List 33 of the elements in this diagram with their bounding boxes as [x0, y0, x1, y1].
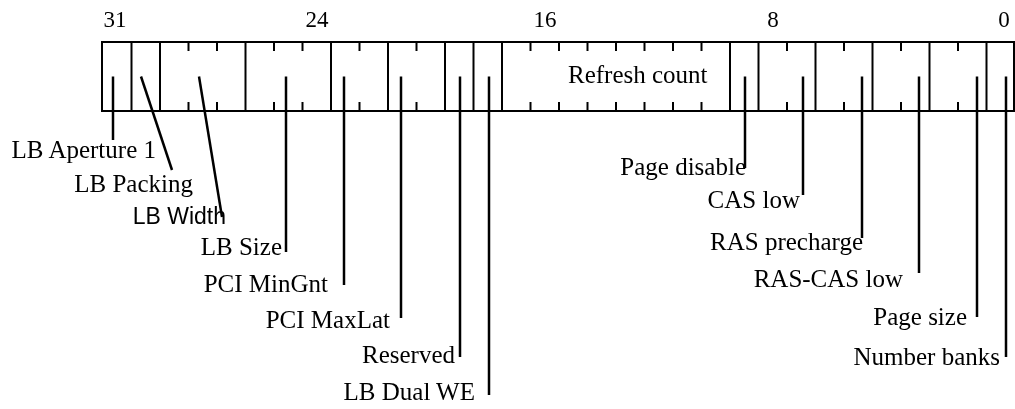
leader-line: [975, 76, 979, 317]
leader-line: [801, 76, 805, 195]
field-label: CAS low: [707, 187, 800, 213]
bit-number: 8: [767, 8, 779, 32]
bit-number: 0: [998, 8, 1010, 32]
leader-line: [860, 76, 864, 238]
field-label: PCI MaxLat: [265, 307, 390, 333]
field-label: Page size: [873, 304, 967, 330]
field-label: Page disable: [620, 154, 746, 180]
field-label: Number banks: [853, 344, 1000, 370]
leader-line: [342, 76, 346, 285]
bit-number: 24: [305, 8, 329, 32]
field-label: LB Packing: [74, 171, 193, 197]
field-label: RAS precharge: [710, 229, 863, 255]
field-label: RAS-CAS low: [753, 266, 903, 292]
leader-line: [399, 76, 403, 318]
leader-line: [487, 76, 491, 395]
field-label: LB Aperture 1: [11, 137, 156, 163]
field-label: PCI MinGnt: [203, 271, 328, 297]
leader-line: [284, 76, 288, 252]
leader-line: [458, 76, 462, 357]
field-label: Reserved: [361, 342, 455, 368]
bit-number: 16: [533, 8, 557, 32]
bit-number: 31: [103, 8, 127, 32]
leader-line: [743, 76, 747, 168]
field-label: LB Size: [200, 234, 282, 260]
leader-line: [197, 76, 224, 218]
field-label: LB Dual WE: [343, 379, 475, 405]
leader-line: [917, 76, 921, 273]
leader-line: [111, 76, 115, 140]
leader-line: [1004, 76, 1008, 357]
field-label: LB Width: [132, 203, 226, 229]
leader-line: [139, 76, 174, 171]
